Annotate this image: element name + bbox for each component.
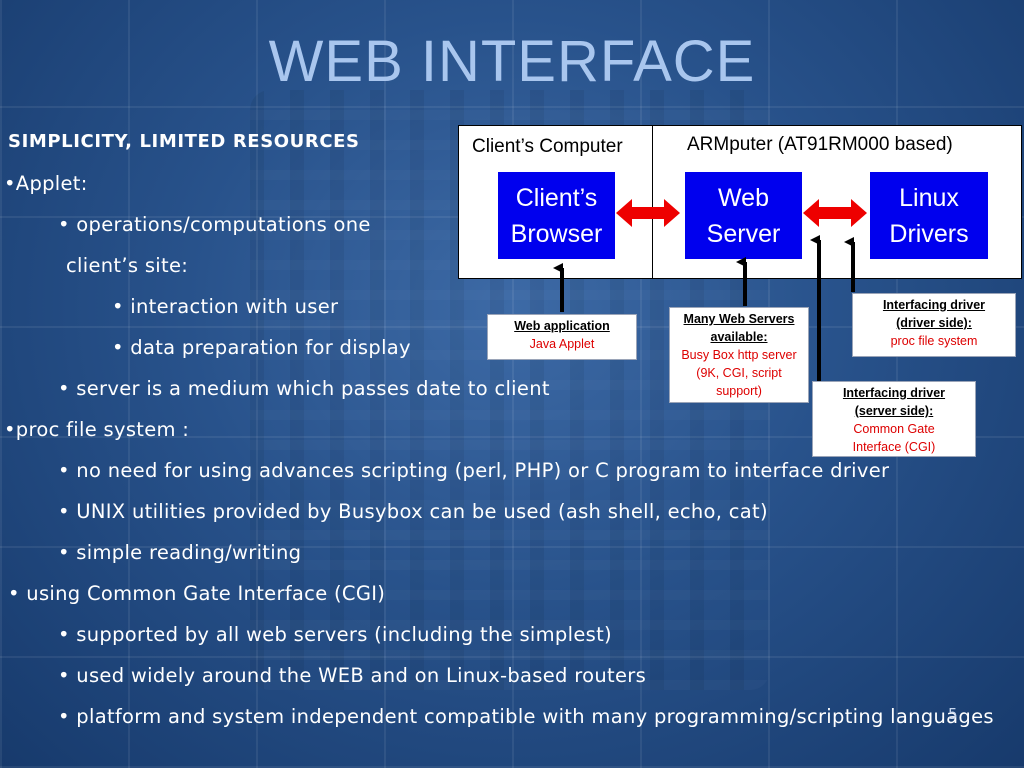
bullet-cgi: • using Common Gate Interface (CGI) xyxy=(8,582,386,605)
client-computer-label: Client’s Computer xyxy=(472,136,623,157)
drivers-line-2: Drivers xyxy=(889,219,969,248)
browser-webserver-arrow xyxy=(616,199,680,227)
bullet-no-scripting: • no need for using advances scripting (… xyxy=(58,459,890,482)
diagram-divider xyxy=(652,126,653,278)
bullet-simple-rw: • simple reading/writing xyxy=(58,541,302,564)
note-driver-title-1: Interfacing driver xyxy=(882,298,986,312)
slide-title: WEB INTERFACE xyxy=(268,29,756,94)
linux-drivers-box: Linux Drivers xyxy=(870,172,988,259)
architecture-diagram: Client’s Computer ARMputer (AT91RM000 ba… xyxy=(458,125,1022,279)
note-webapp-title: Web application xyxy=(514,319,610,333)
note-serverside-title-2: (server side): xyxy=(854,404,934,418)
bullet-interaction: • interaction with user xyxy=(112,295,339,318)
browser-line-2: Browser xyxy=(510,219,603,248)
bullet-supported: • supported by all web servers (includin… xyxy=(58,623,612,646)
note-serverside-body-1: Common Gate xyxy=(853,422,935,436)
note-serverside-body-2: Interface (CGI) xyxy=(852,440,936,454)
bullet-used-widely: • used widely around the WEB and on Linu… xyxy=(58,664,647,687)
bullet-applet: •Applet: xyxy=(4,172,88,195)
note-server-side: Interfacing driver (server side): Common… xyxy=(812,381,976,457)
bullet-operations-cont: client’s site: xyxy=(66,254,189,277)
clients-browser-box: Client’s Browser xyxy=(498,172,615,259)
note-servers-title-1: Many Web Servers xyxy=(683,312,795,326)
armputer-label: ARMputer (AT91RM000 based) xyxy=(687,134,953,155)
bullet-data-preparation: • data preparation for display xyxy=(112,336,411,359)
note-web-servers: Many Web Servers available: Busy Box htt… xyxy=(669,307,809,403)
note-servers-body-3: support) xyxy=(716,384,762,398)
note-driver-body-1: proc file system xyxy=(890,334,978,348)
web-server-box: Web Server xyxy=(685,172,802,259)
note-servers-body-1: Busy Box http server xyxy=(681,348,797,362)
note-webapp-body: Java Applet xyxy=(529,337,595,351)
bullet-operations: • operations/computations one xyxy=(58,213,371,236)
webserver-line-1: Web xyxy=(718,183,769,212)
note-driver-side: Interfacing driver (driver side): proc f… xyxy=(852,293,1016,357)
browser-line-1: Client’s xyxy=(515,183,598,212)
bullet-proc: •proc file system : xyxy=(4,418,190,441)
webserver-line-2: Server xyxy=(706,219,781,248)
bullet-platform: • platform and system independent compat… xyxy=(58,705,994,728)
bullet-server-medium: • server is a medium which passes date t… xyxy=(58,377,550,400)
note-servers-body-2: (9K, CGI, script xyxy=(696,366,782,380)
section-heading: SIMPLICITY, LIMITED RESOURCES xyxy=(8,131,360,152)
drivers-line-1: Linux xyxy=(899,183,959,212)
note-servers-title-2: available: xyxy=(710,330,768,344)
page-number: 5 xyxy=(948,705,958,723)
note-serverside-title-1: Interfacing driver xyxy=(842,386,946,400)
webserver-drivers-arrow xyxy=(803,199,867,227)
note-web-application: Web application Java Applet xyxy=(487,314,637,360)
note-driver-title-2: (driver side): xyxy=(896,316,972,330)
bullet-unix-utilities: • UNIX utilities provided by Busybox can… xyxy=(58,500,768,523)
